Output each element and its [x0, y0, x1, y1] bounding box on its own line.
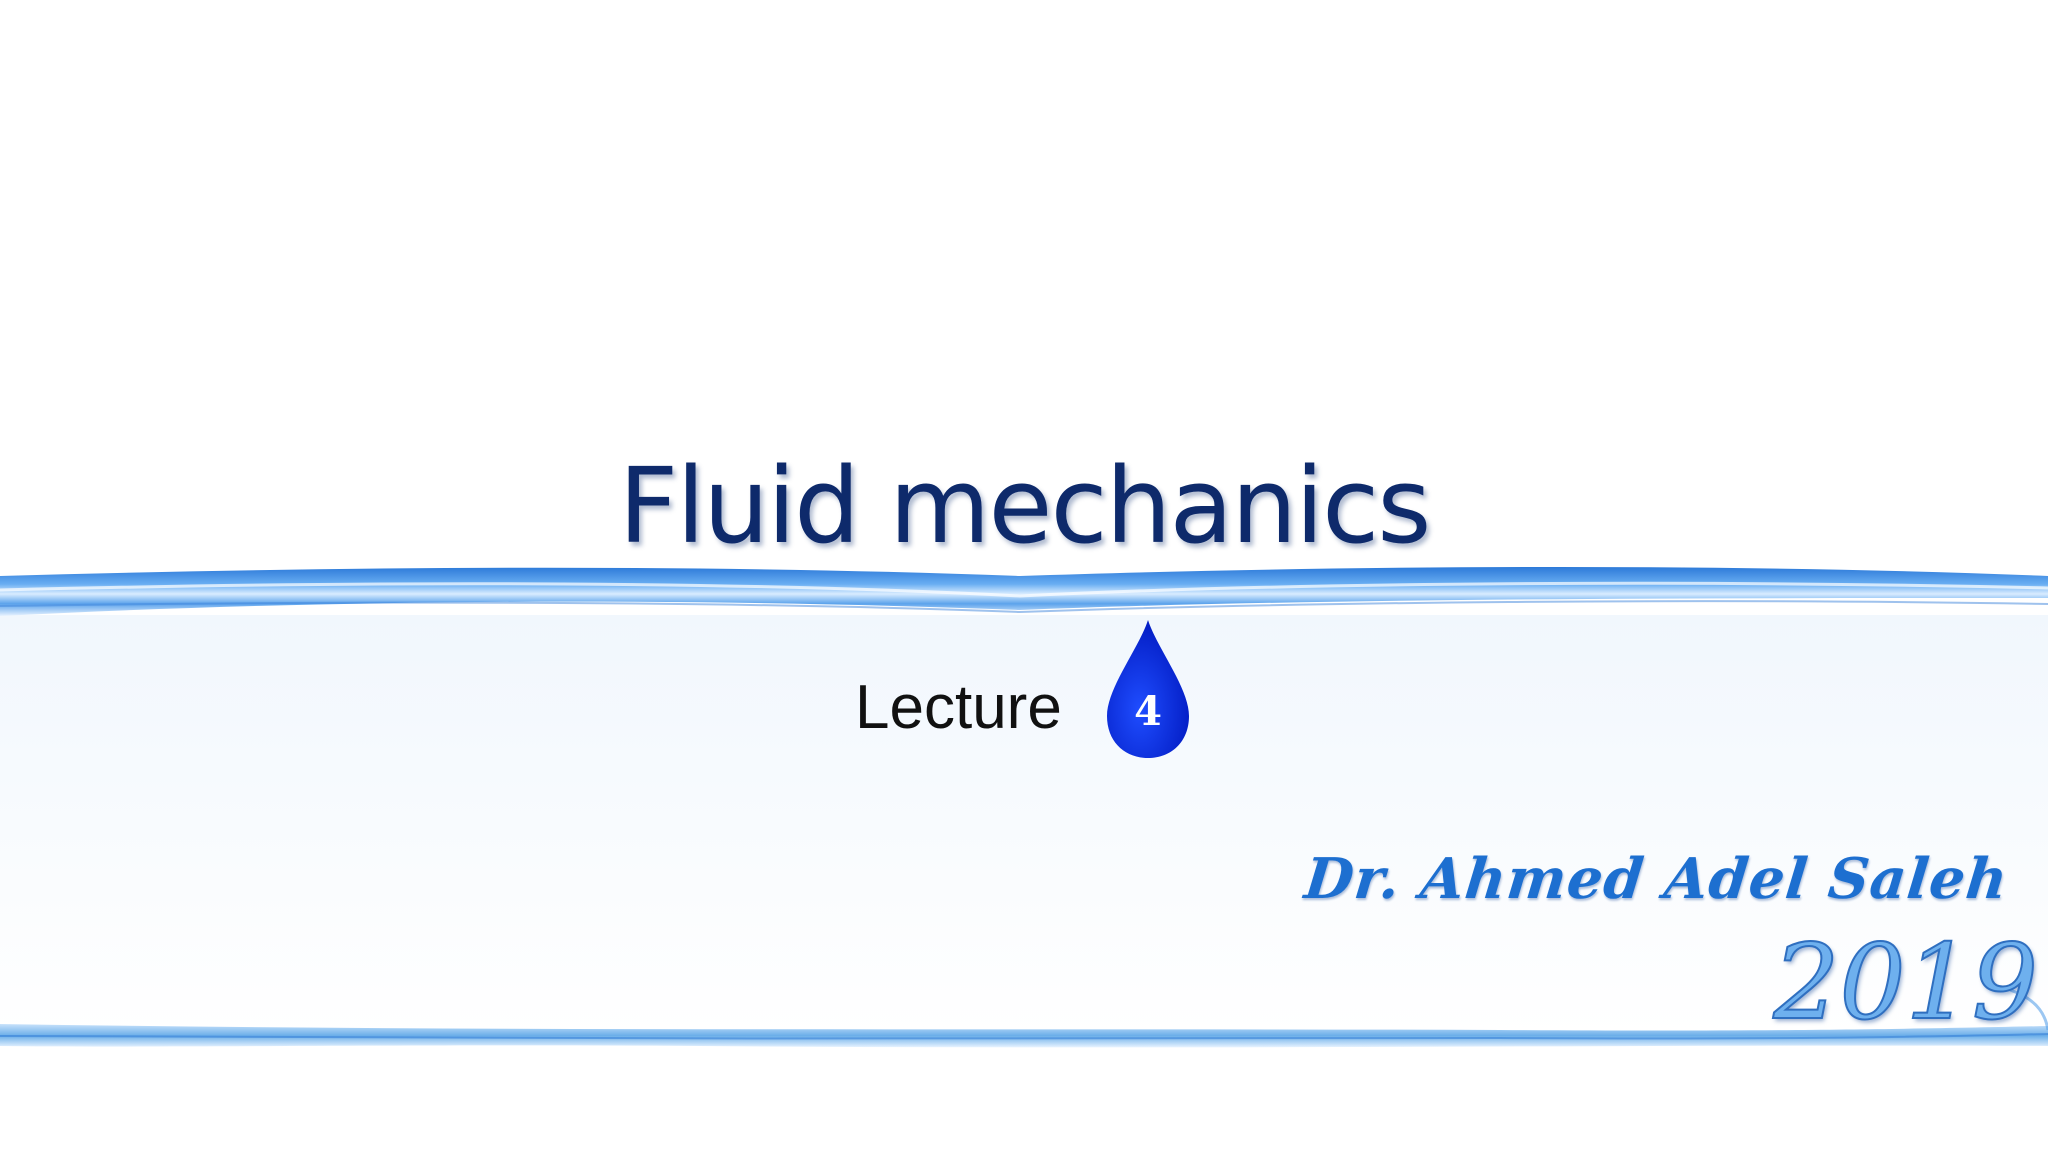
slide-title: Fluid mechanics	[618, 445, 1432, 567]
lecture-number: 4	[1134, 688, 1162, 735]
year-label: 2019	[1772, 921, 2039, 1043]
water-panel	[0, 615, 2048, 1035]
author-name: Dr. Ahmed Adel Saleh	[1301, 846, 2012, 912]
water-drop-icon	[1107, 620, 1189, 758]
water-wave-bottom	[0, 1024, 2048, 1048]
water-wave-top	[0, 566, 2048, 616]
lecture-label: Lecture	[855, 673, 1062, 742]
